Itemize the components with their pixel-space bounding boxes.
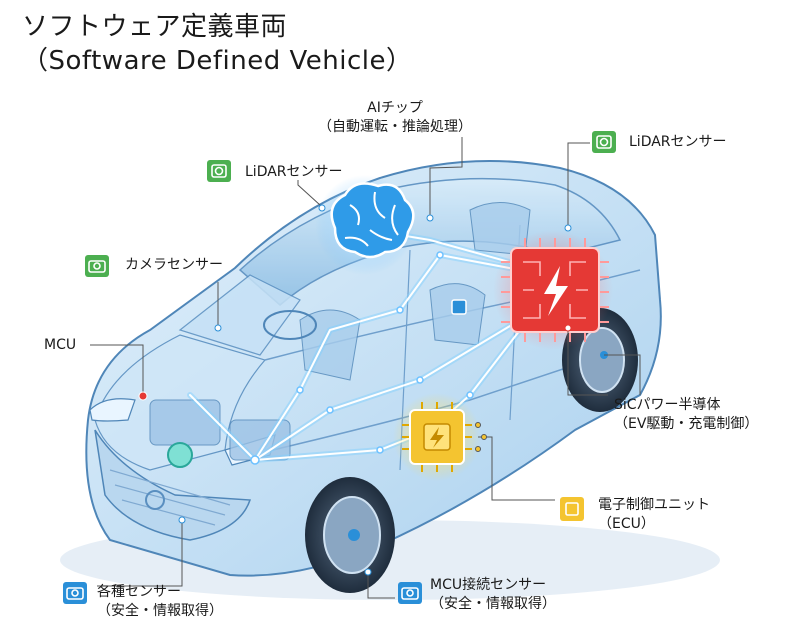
label-ecu-line2: （ECU） <box>598 516 655 532</box>
chip-icon <box>560 497 584 521</box>
title-line2: （Software Defined Vehicle） <box>22 46 413 76</box>
callout-lines <box>90 137 641 599</box>
page-title: ソフトウェア定義車両 （Software Defined Vehicle） <box>22 10 413 78</box>
label-mcu-sensor: MCU接続センサー （安全・情報取得） <box>430 576 556 614</box>
camera-icon <box>398 582 422 604</box>
camera-icon <box>63 582 87 604</box>
label-lidar-top-right: LiDARセンサー <box>629 134 727 150</box>
label-various-sensor-line2: （安全・情報取得） <box>97 603 223 619</box>
label-lidar-left: LiDARセンサー <box>245 164 343 180</box>
label-ecu: 電子制御ユニット （ECU） <box>598 496 710 534</box>
label-mcu-sensor-line2: （安全・情報取得） <box>430 596 556 612</box>
label-various-sensor: 各種センサー （安全・情報取得） <box>97 583 223 621</box>
label-ai-chip-line2: （自動運転・推論処理） <box>318 119 472 135</box>
label-sic-line2: （EV駆動・充電制御） <box>614 416 759 432</box>
ecu-chip <box>393 393 481 481</box>
camera-icon <box>85 255 109 277</box>
lidar-icon <box>592 131 616 153</box>
ai-brain-chip <box>315 175 415 275</box>
title-line1: ソフトウェア定義車両 <box>22 12 288 42</box>
label-various-sensor-line1: 各種センサー <box>97 584 181 600</box>
label-mcu-sensor-line1: MCU接続センサー <box>430 577 547 593</box>
lidar-icon <box>207 160 231 182</box>
label-ai-chip: AIチップ （自動運転・推論処理） <box>318 99 472 137</box>
label-sic-line1: SiCパワー半導体 <box>614 397 721 413</box>
label-mcu: MCU <box>44 337 77 353</box>
sic-power-chip <box>493 230 613 350</box>
label-ai-chip-line1: AIチップ <box>367 100 423 116</box>
label-sic: SiCパワー半導体 （EV駆動・充電制御） <box>614 396 758 434</box>
label-ecu-line1: 電子制御ユニット <box>598 497 710 513</box>
label-camera-sensor: カメラセンサー <box>125 257 223 273</box>
